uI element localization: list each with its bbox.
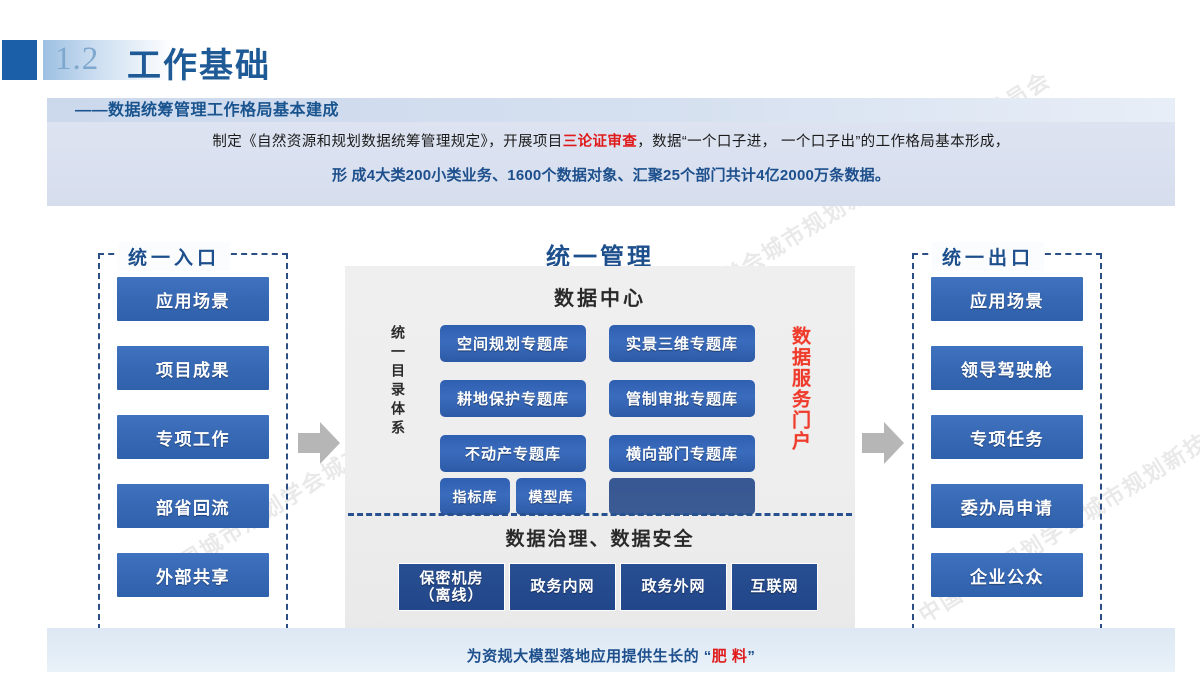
summary-line-1-highlight: 三论证审查 (562, 134, 638, 150)
network-box-0-line1: 保密机房 (419, 569, 484, 587)
redacted-db-box[interactable] (609, 478, 755, 515)
bottom-text-highlight: 肥 料 (711, 648, 748, 665)
flow-arrow-right-icon-2 (862, 420, 904, 466)
network-box-0[interactable]: 保密机房（离线） (398, 563, 505, 611)
entry-item-0[interactable]: 应用场景 (117, 277, 269, 321)
summary-paragraph-block: 制定《自然资源和规划数据统筹管理规定》，开展项目三论证审查，数据“一个口子进， … (47, 122, 1175, 206)
entry-item-2[interactable]: 专项工作 (117, 415, 269, 459)
entry-item-4[interactable]: 外部共享 (117, 553, 269, 597)
theme-db-left-0[interactable]: 空间规划专题库 (440, 325, 586, 362)
unified-exit-caption: 统一出口 (932, 242, 1045, 271)
bottom-banner-text: 为资规大模型落地应用提供生长的 “肥 料” (47, 645, 1175, 666)
summary-line-1-part-a: 制定《自然资源和规划数据统筹管理规定》，开展项目 (212, 134, 563, 150)
title-square-marker (2, 40, 37, 80)
title-number: 1.2 (55, 41, 100, 77)
theme-db-left-2[interactable]: 不动产专题库 (440, 435, 586, 472)
exit-item-4[interactable]: 企业公众 (931, 553, 1083, 597)
bottom-text-part-a: 为资规大模型落地应用提供生长的 “ (466, 648, 712, 665)
model-db-box[interactable]: 模型库 (516, 478, 586, 515)
theme-db-left-1[interactable]: 耕地保护专题库 (440, 380, 586, 417)
data-center-title: 数据中心 (554, 288, 646, 310)
network-box-3[interactable]: 互联网 (731, 563, 818, 611)
bottom-text-part-b: ” (747, 648, 756, 665)
title-heading: 工作基础 (127, 47, 271, 85)
exit-item-1[interactable]: 领导驾驶舱 (931, 346, 1083, 390)
page-title: 1.2 工作基础 (0, 38, 1200, 85)
panel-divider (348, 513, 852, 516)
summary-line-1-part-b: ，数据“一个口子进， 一个口子出”的工作格局基本形成， (637, 134, 1010, 150)
subtitle-band (47, 98, 1175, 122)
indicator-db-box[interactable]: 指标库 (440, 478, 510, 515)
entry-item-1[interactable]: 项目成果 (117, 346, 269, 390)
summary-line-1: 制定《自然资源和规划数据统筹管理规定》，开展项目三论证审查，数据“一个口子进， … (47, 130, 1175, 151)
entry-item-3[interactable]: 部省回流 (117, 484, 269, 528)
governance-title: 数据治理、数据安全 (505, 529, 695, 550)
theme-db-right-1[interactable]: 管制审批专题库 (609, 380, 755, 417)
subtitle-text: ——数据统筹管理工作格局基本建成 (75, 102, 340, 119)
bottom-banner (47, 628, 1175, 672)
theme-db-right-0[interactable]: 实景三维专题库 (609, 325, 755, 362)
exit-item-3[interactable]: 委办局申请 (931, 484, 1083, 528)
summary-line-2: 形 成4大类200小类业务、1600个数据对象、汇聚25个部门共计4亿2000万… (331, 167, 891, 184)
unified-entry-caption: 统一入口 (118, 242, 231, 271)
title-gradient-band (43, 40, 173, 80)
data-service-portal-vertical-label: 数据服务门户 (789, 326, 810, 452)
network-box-0-line2: （离线） (419, 587, 484, 604)
network-box-2[interactable]: 政务外网 (620, 563, 727, 611)
exit-item-2[interactable]: 专项任务 (931, 415, 1083, 459)
unified-catalog-vertical-label: 统一目录体系 (390, 325, 406, 439)
architecture-diagram: 统一入口 应用场景 项目成果 专项工作 部省回流 外部共享 统一管理 数据中心 … (0, 230, 1200, 640)
theme-db-right-2[interactable]: 横向部门专题库 (609, 435, 755, 472)
network-box-1[interactable]: 政务内网 (509, 563, 616, 611)
flow-arrow-right-icon (298, 420, 340, 466)
exit-item-0[interactable]: 应用场景 (931, 277, 1083, 321)
